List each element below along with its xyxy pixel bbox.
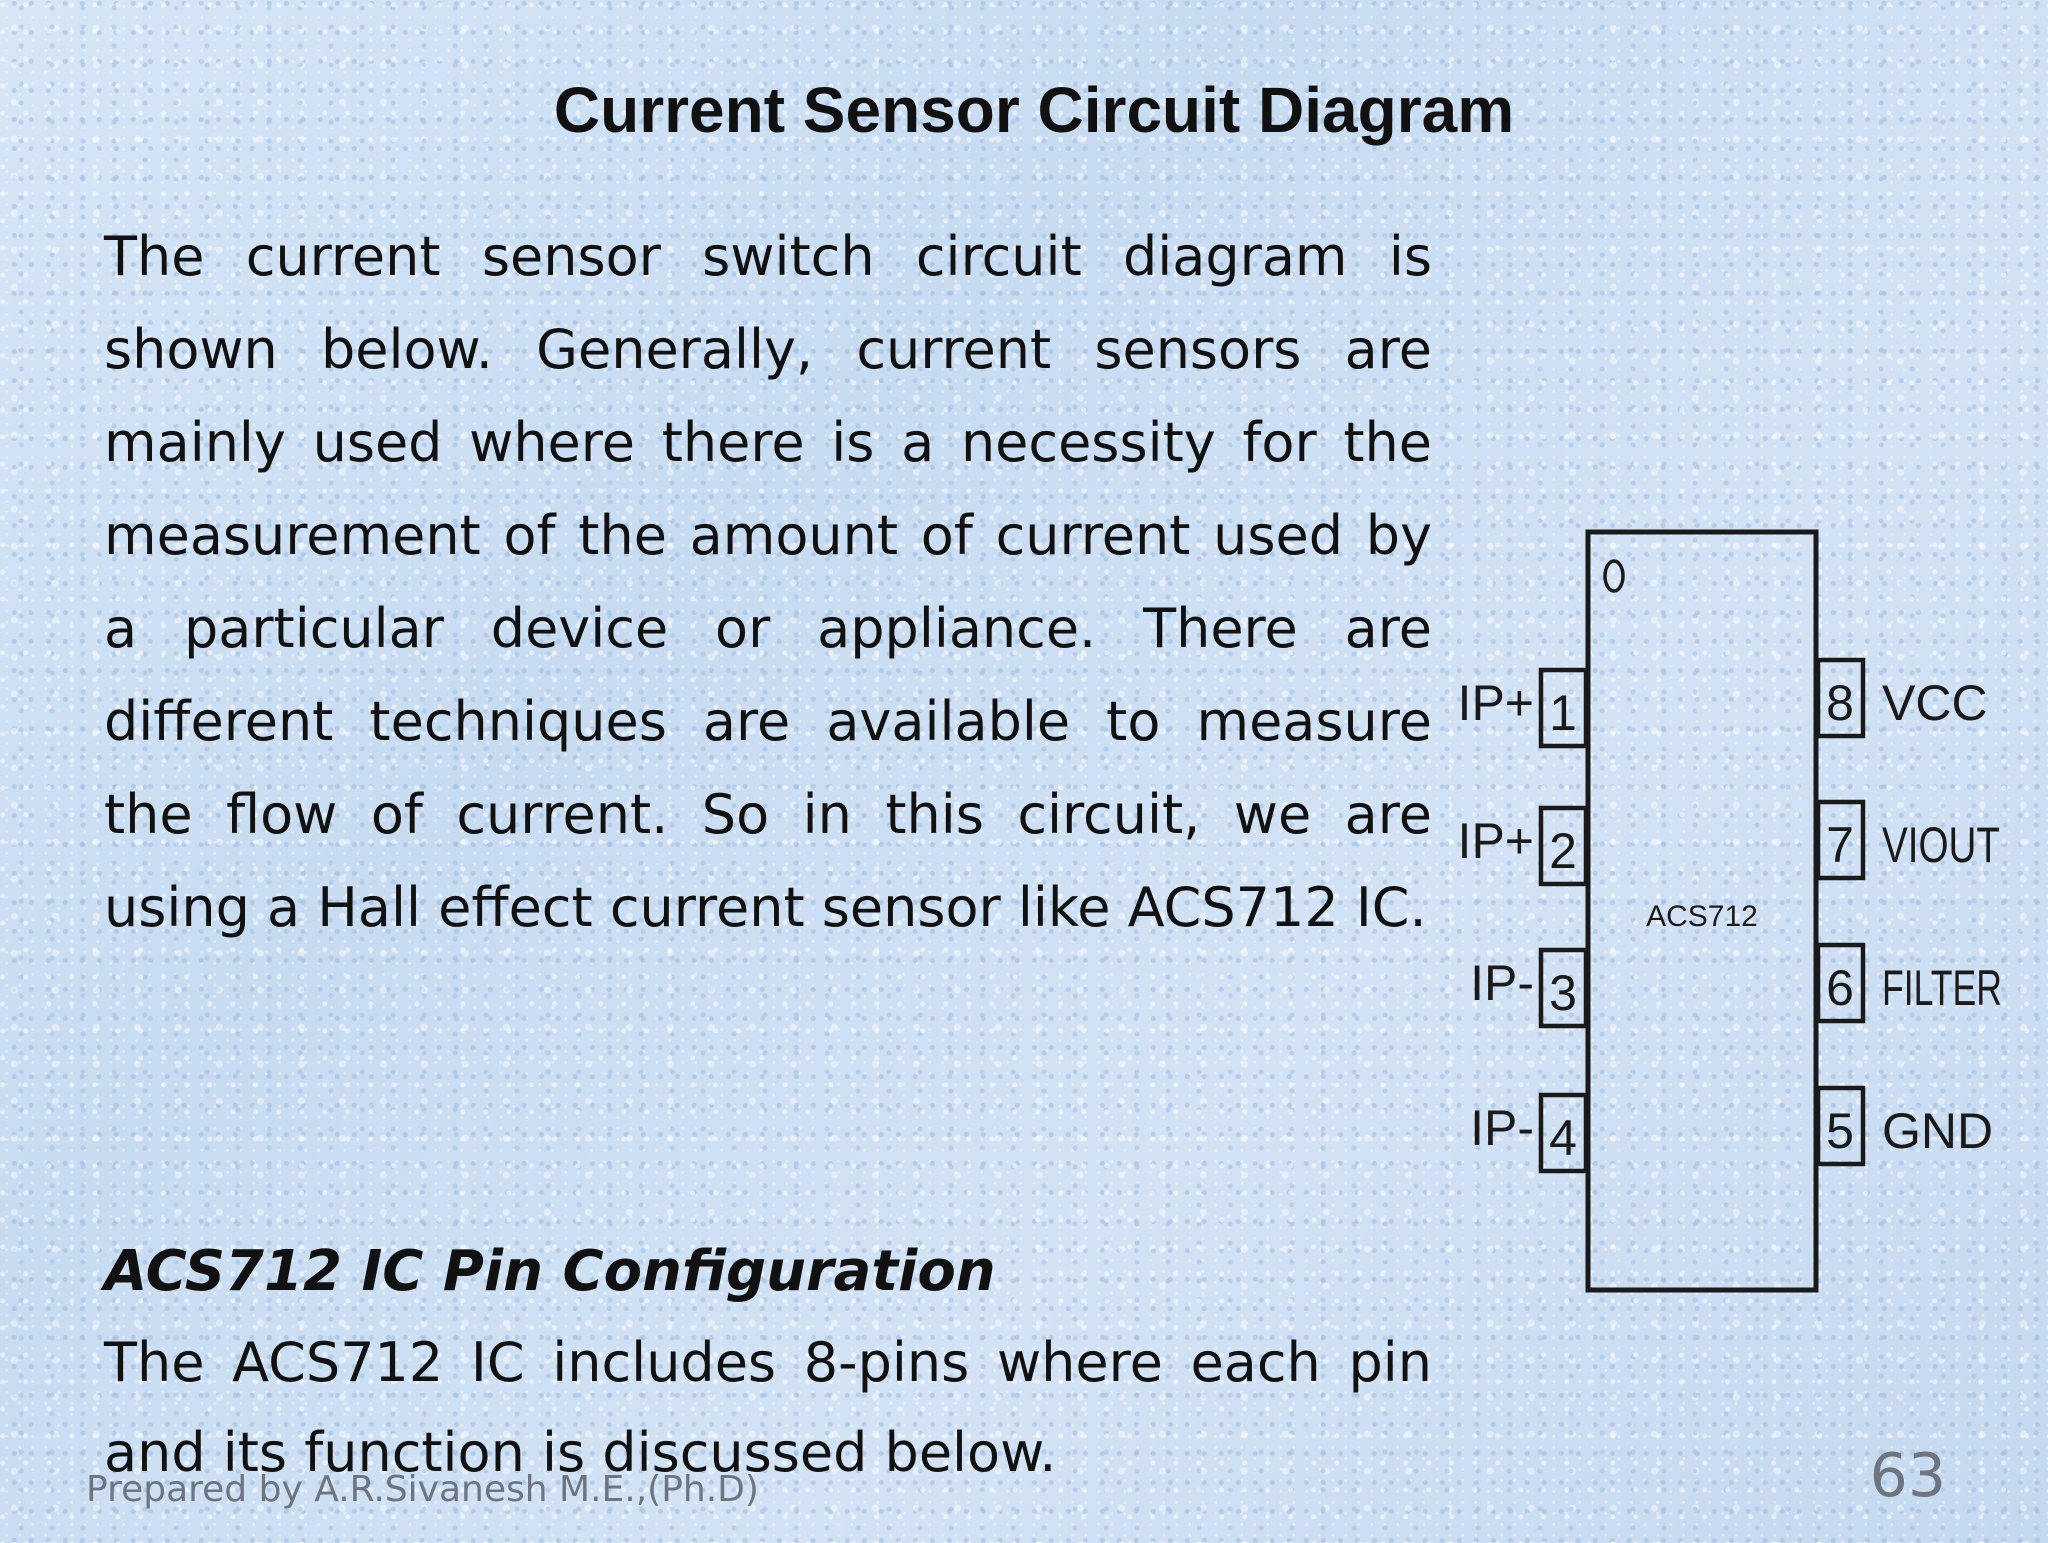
page-number: 63 (1869, 1441, 1946, 1511)
pin-number: 3 (1549, 965, 1577, 1021)
description-paragraph: The current sensor switch circuit diagra… (104, 225, 1432, 939)
ic-diagram-svg: ACS712 1 IP+ 2 IP+ 3 IP- 4 IP- 8 VCC (1458, 529, 2002, 1293)
pin-label: GND (1882, 1103, 1993, 1159)
acs712-pin-diagram: ACS712 1 IP+ 2 IP+ 3 IP- 4 IP- 8 VCC (1454, 520, 2014, 1300)
pin-label: IP+ (1458, 813, 1534, 869)
footer-credit: Prepared by A.R.Sivanesh M.E.,(Ph.D) (86, 1469, 759, 1510)
ic-body (1585, 529, 1819, 1293)
pin-configuration-paragraph: The ACS712 IC includes 8-pins where each… (104, 1331, 1432, 1484)
pin-label: VIOUT (1882, 817, 2000, 873)
pin-configuration-heading: ACS712 IC Pin Configuration (104, 1239, 996, 1304)
left-pin-4: 4 IP- (1470, 1092, 1589, 1174)
pin-number: 8 (1826, 675, 1854, 731)
slide-title: Current Sensor Circuit Diagram (553, 74, 1515, 146)
left-pin-1: 1 IP+ (1458, 667, 1589, 749)
pin-label: IP- (1470, 955, 1534, 1011)
pin-number: 7 (1826, 817, 1854, 873)
ic-label: ACS712 (1646, 900, 1758, 933)
pin-number: 5 (1826, 1103, 1854, 1159)
pin-label: VCC (1882, 675, 1988, 731)
right-pin-6: 6 FILTER (1815, 942, 2002, 1024)
pin-label: IP- (1470, 1100, 1534, 1156)
pin1-notch-icon (1603, 559, 1625, 593)
right-pin-8: 8 VCC (1815, 657, 1988, 739)
left-pin-3: 3 IP- (1470, 947, 1589, 1029)
right-pin-7: 7 VIOUT (1815, 799, 2000, 881)
pin-number: 2 (1549, 823, 1577, 879)
pin-label: IP+ (1458, 675, 1534, 731)
pin-number: 1 (1549, 685, 1577, 741)
left-pin-2: 2 IP+ (1458, 805, 1589, 887)
pin-label: FILTER (1882, 960, 2002, 1016)
pin-number: 6 (1826, 960, 1854, 1016)
right-pin-5: 5 GND (1815, 1085, 1993, 1167)
pin-number: 4 (1549, 1110, 1577, 1166)
